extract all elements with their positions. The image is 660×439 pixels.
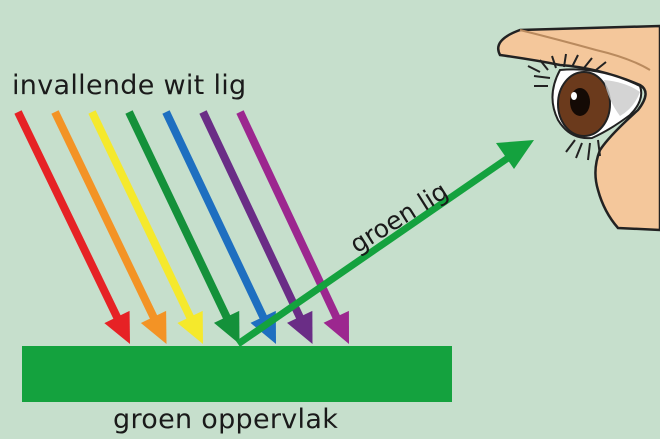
ray-orange-arrowhead — [140, 310, 167, 344]
ray-violet-arrowhead — [323, 310, 349, 344]
lower-eyelashes — [565, 139, 601, 161]
incoming-rays — [14, 110, 349, 344]
ray-green-arrowhead — [213, 310, 240, 344]
ray-red — [14, 110, 130, 344]
ray-red-shaft — [14, 110, 122, 321]
ray-orange — [51, 110, 167, 344]
ray-indigo-shaft — [199, 110, 305, 321]
eye-highlight — [571, 92, 577, 100]
eye-icon — [497, 24, 660, 232]
reflected-ray-shaft — [236, 155, 510, 347]
ray-green — [125, 110, 240, 344]
eye-shadow — [604, 80, 640, 116]
surface-label: groen oppervlak — [113, 404, 339, 435]
ray-orange-shaft — [51, 110, 158, 321]
pupil — [570, 88, 590, 116]
ray-yellow — [88, 110, 203, 344]
ray-blue-shaft — [162, 110, 268, 321]
ray-red-arrowhead — [104, 310, 130, 344]
ray-yellow-arrowhead — [177, 310, 203, 344]
eyelid-crease — [519, 29, 651, 71]
reflected-ray-arrowhead — [496, 140, 534, 169]
reflected-green-ray — [236, 140, 534, 347]
ray-yellow-shaft — [88, 110, 195, 321]
ray-indigo — [199, 110, 313, 344]
ray-indigo-arrowhead — [287, 310, 313, 344]
incoming-light-label: invallende wit lig — [12, 70, 247, 101]
green-surface — [22, 346, 452, 402]
ray-green-shaft — [125, 110, 232, 321]
eyelashes — [527, 53, 607, 87]
